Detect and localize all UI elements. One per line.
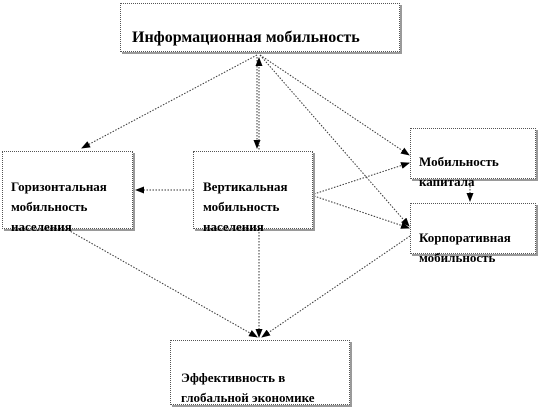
arrow-info-to-corporate — [259, 54, 410, 227]
node-corporate-mobility-label: Корпоративная мобильность — [419, 230, 511, 265]
arrow-vertical-to-capital — [313, 162, 410, 195]
node-capital-mobility: Мобильность капитала — [410, 128, 536, 189]
node-vertical-mobility: Вертикальная мобильность населения — [193, 151, 313, 234]
node-global-efficiency-label: Эффективность в глобальной экономике — [181, 370, 315, 405]
node-global-efficiency: Эффективность в глобальной экономике — [170, 340, 350, 405]
node-info-mobility: Информационная мобильность — [120, 3, 400, 52]
arrow-info-to-horizontal — [81, 54, 258, 149]
node-vertical-mobility-label: Вертикальная мобильность населения — [203, 179, 288, 234]
node-info-mobility-label: Информационная мобильность — [132, 29, 360, 46]
node-corporate-mobility: Корпоративная мобильность — [410, 203, 536, 265]
arrow-corporate-to-efficiency — [261, 235, 411, 338]
arrow-info-to-capital — [259, 54, 410, 156]
node-capital-mobility-label: Мобильность капитала — [419, 154, 499, 189]
arrow-horizontal-to-efficiency — [67, 229, 258, 338]
node-horizontal-mobility: Горизонтальная мобильность населения — [2, 151, 133, 234]
node-horizontal-mobility-label: Горизонтальная мобильность населения — [11, 179, 107, 234]
arrow-vertical-to-corporate — [313, 195, 410, 229]
